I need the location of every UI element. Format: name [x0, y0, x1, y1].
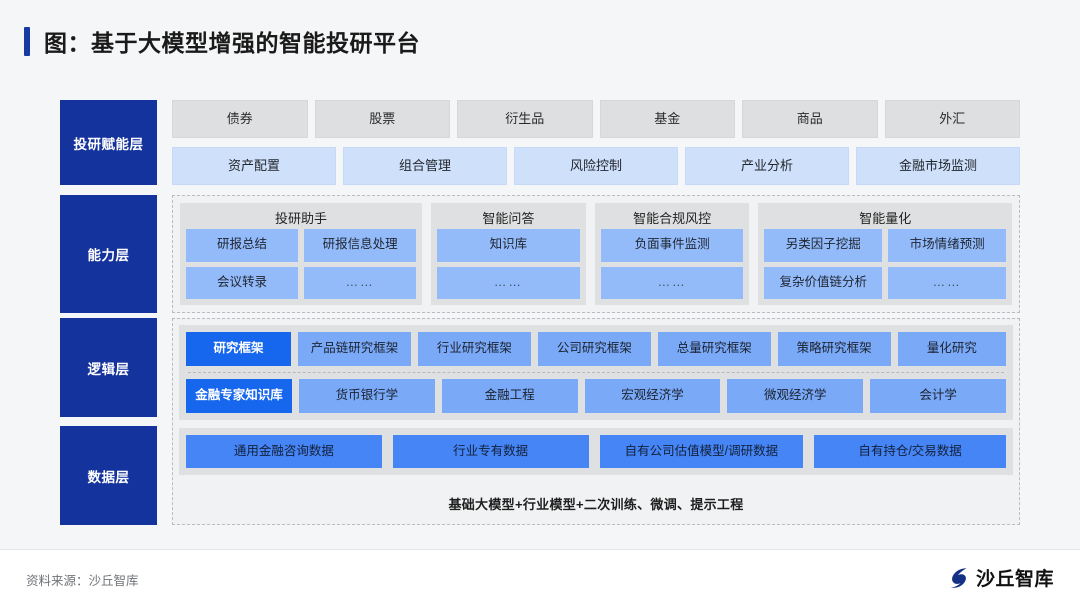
layer-label-capability: 能力层	[60, 195, 157, 313]
capability-item[interactable]: 会议转录	[186, 266, 299, 299]
layer-labels-column: 逻辑层 数据层	[60, 318, 157, 525]
capability-item[interactable]: 另类因子挖掘	[764, 229, 883, 262]
logic-framework-item[interactable]: 行业研究框架	[417, 332, 531, 366]
logic-knowledge-item[interactable]: 货币银行学	[298, 379, 435, 413]
layer-label-logic: 逻辑层	[60, 318, 157, 417]
architecture-diagram: 投研赋能层 债券 股票 衍生品 基金 商品 外汇 资产配置 组合管理 风险控制 …	[60, 100, 1020, 525]
enablement-function-item[interactable]: 金融市场监测	[856, 147, 1020, 185]
brand-logo: 沙丘智库	[946, 564, 1054, 591]
capability-group-items: 研报总结 研报信息处理 会议转录 ……	[186, 229, 417, 299]
capability-item-row: ……	[600, 266, 744, 299]
logic-framework-row: 研究框架 产品链研究框架 行业研究框架 公司研究框架 总量研究框架 策略研究框架…	[186, 332, 1007, 366]
title-accent-bar	[24, 26, 30, 56]
logic-knowledge-item[interactable]: 宏观经济学	[584, 379, 721, 413]
logic-framework-item[interactable]: 策略研究框架	[777, 332, 891, 366]
asset-class-item[interactable]: 衍生品	[457, 100, 593, 138]
layer-capability: 能力层 投研助手 研报总结 研报信息处理 会议转录 ……	[60, 195, 1020, 313]
page-title: 图：基于大模型增强的智能投研平台	[24, 24, 420, 58]
data-source-item[interactable]: 自有持仓/交易数据	[814, 435, 1006, 468]
capability-item[interactable]: 市场情绪预测	[888, 229, 1006, 262]
capability-item-row: 另类因子挖掘 市场情绪预测	[764, 229, 1006, 262]
capability-item-row: 复杂价值链分析 ……	[764, 266, 1006, 299]
data-source-row: 通用金融咨询数据 行业专有数据 自有公司估值模型/调研数据 自有持仓/交易数据	[186, 435, 1006, 468]
capability-item[interactable]: 负面事件监测	[600, 229, 744, 262]
logic-data-frame: 研究框架 产品链研究框架 行业研究框架 公司研究框架 总量研究框架 策略研究框架…	[172, 318, 1020, 525]
capability-groups: 投研助手 研报总结 研报信息处理 会议转录 ……	[180, 203, 1012, 305]
capability-group-compliance-risk: 智能合规风控 负面事件监测 ……	[594, 203, 750, 305]
capability-item-row: 会议转录 ……	[186, 266, 417, 299]
enablement-function-strip: 资产配置 组合管理 风险控制 产业分析 金融市场监测	[172, 147, 1020, 185]
capability-item-row: 研报总结 研报信息处理	[186, 229, 417, 262]
enablement-function-item[interactable]: 风险控制	[514, 147, 678, 185]
capability-item-more[interactable]: ……	[888, 266, 1006, 299]
capability-item[interactable]: 研报总结	[186, 229, 299, 262]
logic-framework-item-highlight[interactable]: 研究框架	[186, 332, 292, 366]
layer-label-data: 数据层	[60, 426, 157, 525]
capability-item[interactable]: 知识库	[437, 229, 580, 262]
capability-item[interactable]: 复杂价值链分析	[764, 266, 883, 299]
foundation-model-caption: 基础大模型+行业模型+二次训练、微调、提示工程	[448, 497, 744, 512]
logic-framework-item[interactable]: 公司研究框架	[537, 332, 651, 366]
title-text: 图：基于大模型增强的智能投研平台	[44, 30, 420, 56]
layer-logic-and-data: 逻辑层 数据层 研究框架 产品链研究框架 行业研究框架 公司研究框架 总量研究框…	[60, 318, 1020, 525]
capability-group-smart-quant: 智能量化 另类因子挖掘 市场情绪预测 复杂价值链分析 ……	[758, 203, 1012, 305]
enablement-function-item[interactable]: 产业分析	[685, 147, 849, 185]
capability-item-more[interactable]: ……	[304, 266, 417, 299]
enablement-body: 债券 股票 衍生品 基金 商品 外汇 资产配置 组合管理 风险控制 产业分析 金…	[172, 100, 1020, 185]
logic-knowledge-row: 金融专家知识库 货币银行学 金融工程 宏观经济学 微观经济学 会计学	[186, 379, 1006, 413]
capability-item-row: ……	[437, 266, 580, 299]
logic-knowledge-item[interactable]: 微观经济学	[727, 379, 864, 413]
capability-group-title: 投研助手	[275, 211, 328, 226]
logic-knowledge-item[interactable]: 会计学	[870, 379, 1006, 413]
sandhill-s-icon	[950, 567, 967, 588]
logic-framework-item[interactable]: 产品链研究框架	[298, 332, 411, 366]
enablement-function-item[interactable]: 组合管理	[343, 147, 507, 185]
asset-class-item[interactable]: 基金	[599, 100, 735, 138]
capability-item-more[interactable]: ……	[437, 266, 580, 299]
capability-item-more[interactable]: ……	[600, 266, 744, 299]
logic-block: 研究框架 产品链研究框架 行业研究框架 公司研究框架 总量研究框架 策略研究框架…	[179, 325, 1013, 420]
capability-group-title: 智能量化	[859, 211, 912, 226]
logic-divider	[188, 372, 1004, 373]
asset-class-item[interactable]: 债券	[172, 100, 308, 138]
capability-group-title: 智能合规风控	[633, 211, 712, 226]
capability-group-items: 另类因子挖掘 市场情绪预测 复杂价值链分析 ……	[764, 229, 1006, 299]
capability-group-research-assistant: 投研助手 研报总结 研报信息处理 会议转录 ……	[180, 203, 423, 305]
data-source-item[interactable]: 自有公司估值模型/调研数据	[599, 435, 804, 468]
asset-class-item[interactable]: 外汇	[884, 100, 1020, 138]
layer-enablement: 投研赋能层 债券 股票 衍生品 基金 商品 外汇 资产配置 组合管理 风险控制 …	[60, 100, 1020, 185]
logic-knowledge-item-highlight[interactable]: 金融专家知识库	[186, 379, 292, 413]
capability-group-items: 知识库 ……	[437, 229, 580, 299]
logic-knowledge-item[interactable]: 金融工程	[441, 379, 578, 413]
enablement-function-item[interactable]: 资产配置	[172, 147, 336, 185]
capability-group-items: 负面事件监测 ……	[600, 229, 744, 299]
capability-item-row: 知识库	[437, 229, 580, 262]
capability-item-row: 负面事件监测	[600, 229, 744, 262]
footer: 资料来源：沙丘智库 沙丘智库	[0, 549, 1080, 608]
data-source-item[interactable]: 通用金融咨询数据	[186, 435, 382, 468]
capability-group-title: 智能问答	[482, 211, 535, 226]
layer-label-enablement: 投研赋能层	[60, 100, 157, 185]
asset-class-item[interactable]: 股票	[314, 100, 450, 138]
data-block: 通用金融咨询数据 行业专有数据 自有公司估值模型/调研数据 自有持仓/交易数据	[179, 428, 1013, 475]
capability-group-smart-qa: 智能问答 知识库 ……	[431, 203, 586, 305]
logic-framework-item[interactable]: 总量研究框架	[657, 332, 771, 366]
asset-class-item[interactable]: 商品	[742, 100, 878, 138]
capability-body: 投研助手 研报总结 研报信息处理 会议转录 ……	[172, 195, 1020, 313]
data-source-item[interactable]: 行业专有数据	[392, 435, 589, 468]
logic-framework-item[interactable]: 量化研究	[897, 332, 1007, 366]
brand-name: 沙丘智库	[975, 569, 1054, 590]
capability-item[interactable]: 研报信息处理	[304, 229, 417, 262]
asset-class-strip: 债券 股票 衍生品 基金 商品 外汇	[172, 100, 1020, 138]
source-note: 资料来源：沙丘智库	[26, 574, 139, 588]
